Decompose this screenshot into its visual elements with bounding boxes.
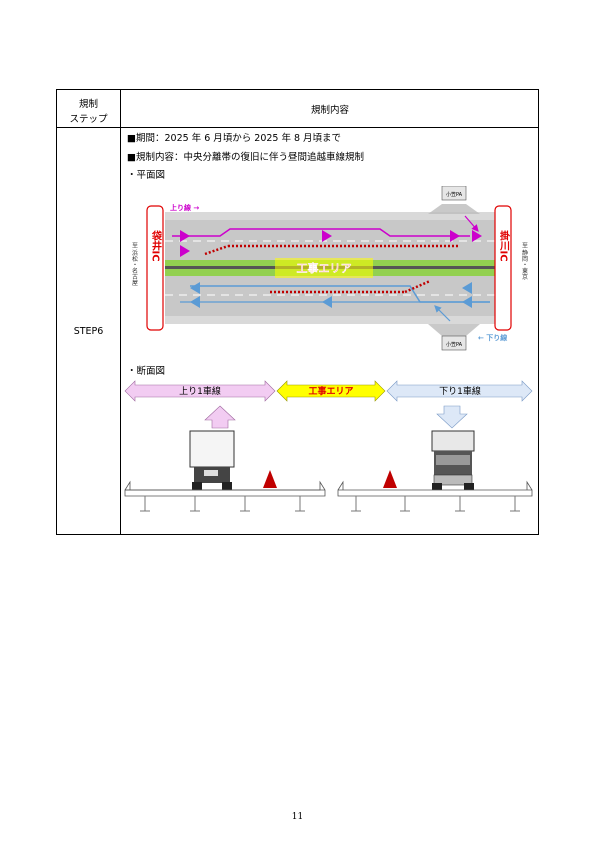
cone-icon (263, 470, 277, 488)
down-line-label: ← 下り線 (478, 333, 507, 342)
up-arrow-icon (180, 230, 190, 242)
truck-front-icon (431, 430, 475, 491)
cone-icon (383, 470, 397, 488)
period-text: ■期間：2025 年 6 月頃から 2025 年 8 月頃まで (127, 133, 342, 144)
cross-section-diagram: 上り1車線 工事エリア 下り1車線 (124, 380, 533, 512)
work-area-highlight (275, 258, 373, 278)
header-content: 規制内容 (310, 105, 349, 116)
pa-bottom-box (441, 335, 467, 351)
pa-bottom-label: 小笠PA (446, 341, 463, 348)
header-step-line1: 規制 (78, 99, 98, 110)
plan-heading: ・平面図 (127, 170, 166, 181)
up-line-route (172, 228, 470, 237)
down-arrow-icon (190, 296, 200, 308)
down-arrow-icon (190, 282, 200, 294)
up-line-label: 上り線 → (170, 203, 199, 212)
up-lane-banner (124, 380, 276, 402)
page-number: 11 (291, 812, 304, 822)
right-ic-box (494, 205, 512, 331)
left-ic-box (146, 205, 164, 331)
up-direction-icon (204, 405, 236, 429)
section-heading: ・断面図 (127, 366, 166, 377)
header-divider (57, 127, 538, 128)
down-lane-label: 下り1車線 (439, 385, 481, 397)
regulation-table: 規制 ステップ 規制内容 STEP6 ■期間：2025 年 6 月頃から 202… (56, 89, 539, 535)
up-arrow-icon (450, 230, 460, 242)
down-arrow-icon (462, 282, 472, 294)
up-cone-line (204, 244, 229, 256)
down-direction-icon (436, 405, 468, 429)
step-label: STEP6 (73, 326, 104, 337)
header-step-line2: ステップ (69, 114, 108, 125)
down-arrow-icon (322, 296, 332, 308)
up-lane-label: 上り1車線 (179, 385, 221, 397)
up-arrow-icon (472, 230, 482, 242)
section-work-area-label: 工事エリア (308, 385, 353, 397)
right-direction-label: 至 静岡・東京 (521, 242, 528, 281)
plan-work-area-label: 工事エリア (297, 261, 352, 275)
truck-rear-icon (189, 430, 235, 490)
restriction-text: ■規制内容：中央分離帯の復旧に伴う昼間追越車線規制 (127, 152, 364, 163)
down-lane-banner (386, 380, 533, 402)
right-bridge-deck (337, 489, 533, 497)
work-area-banner (276, 380, 386, 402)
left-direction-label: 至 浜松・名古屋 (131, 242, 138, 287)
pa-top-label: 小笠PA (446, 191, 463, 198)
plan-view-diagram: 袋井IC 掛川IC 至 浜松・名古屋 至 静岡・東京 上り線 → ← 下り線 工… (131, 186, 528, 351)
up-arrow-icon (180, 245, 190, 257)
left-ic-label: 袋井IC (150, 229, 163, 261)
column-divider (120, 90, 121, 534)
pa-top-box (441, 186, 467, 201)
down-arrow-icon (462, 296, 472, 308)
right-ic-label: 掛川IC (498, 229, 511, 261)
up-arrow-icon (322, 230, 332, 242)
